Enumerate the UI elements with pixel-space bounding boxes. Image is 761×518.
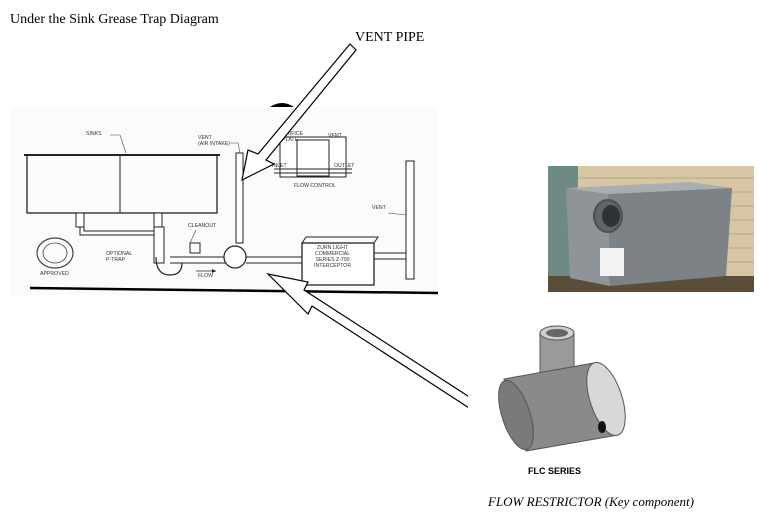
interceptor-box — [301, 242, 375, 286]
flow-arrow-head — [212, 269, 216, 273]
label-sinks: SINKS — [86, 131, 102, 137]
schematic-drawing — [24, 134, 438, 295]
label-optional-ptrap: OPTIONAL P-TRAP — [106, 251, 133, 263]
vent-right-leader — [387, 212, 407, 216]
flow-restrictor-photo — [468, 305, 658, 490]
label-cleanout: CLEANOUT — [188, 223, 217, 229]
approval-seal — [36, 237, 74, 269]
grease-trap-photo — [548, 166, 754, 292]
label-orifice-plate: ORIFICE PLATE — [282, 131, 304, 143]
label-flow: FLOW — [198, 273, 213, 279]
sinks-leader — [110, 134, 127, 154]
main-line-right — [246, 256, 302, 264]
label-outlet: OUTLET — [334, 163, 355, 169]
cleanout-leader — [189, 229, 197, 244]
restrictor-left-end — [498, 379, 534, 451]
grease-trap-photo-drawing — [548, 166, 754, 292]
label-inlet: INLET — [272, 163, 287, 169]
restrictor-vent-hole — [546, 329, 568, 337]
restrictor-orifice — [598, 421, 606, 433]
drain-pipe-inner — [83, 227, 158, 232]
restrictor-right-opening — [586, 362, 626, 436]
vent-pipe-callout: VENT PIPE — [355, 30, 425, 45]
label-vent-top: VENT — [328, 133, 342, 139]
label-interceptor: ZURN LIGHT COMMERCIAL SERIES Z-700 INTER… — [314, 245, 352, 269]
label-approved: APPROVED — [40, 271, 69, 277]
flow-control-inset-body — [296, 139, 330, 177]
flow-control-inset — [279, 136, 347, 178]
interceptor-lid — [301, 236, 379, 244]
label-vent-air-intake: VENT (AIR INTAKE) — [198, 135, 230, 147]
p-trap — [155, 256, 183, 276]
drain-pipe-vertical — [153, 226, 165, 264]
vent-leader — [230, 142, 241, 154]
cleanout-tee — [189, 242, 201, 254]
main-line-left — [170, 256, 228, 264]
flc-series-label: FLC SERIES — [528, 466, 582, 476]
flow-control-inset-pipe — [274, 168, 352, 174]
flow-restrictor-caption: FLOW RESTRICTOR (Key component) — [488, 494, 694, 509]
approval-seal-inner — [42, 242, 68, 264]
trap-top — [566, 182, 732, 194]
grease-trap-schematic: SINKS VENT (AIR INTAKE) ORIFICE PLATE VE… — [10, 107, 438, 295]
pipe-cap-mark — [270, 103, 294, 107]
flow-restrictor-drawing — [498, 325, 626, 452]
label-flow-control: FLOW CONTROL — [294, 183, 336, 189]
vent-air-intake-pipe — [235, 152, 244, 244]
trap-inlet-hole — [602, 205, 620, 227]
label-vent-right: VENT — [372, 205, 386, 211]
vent-pipe-arrow — [241, 43, 357, 182]
floor-line — [29, 286, 438, 295]
trap-side — [608, 188, 732, 286]
trap-label-sticker — [600, 248, 624, 276]
drain-pipe-horizontal — [79, 227, 160, 236]
page-title: Under the Sink Grease Trap Diagram — [10, 12, 219, 27]
vent-pipe-right — [405, 160, 415, 280]
